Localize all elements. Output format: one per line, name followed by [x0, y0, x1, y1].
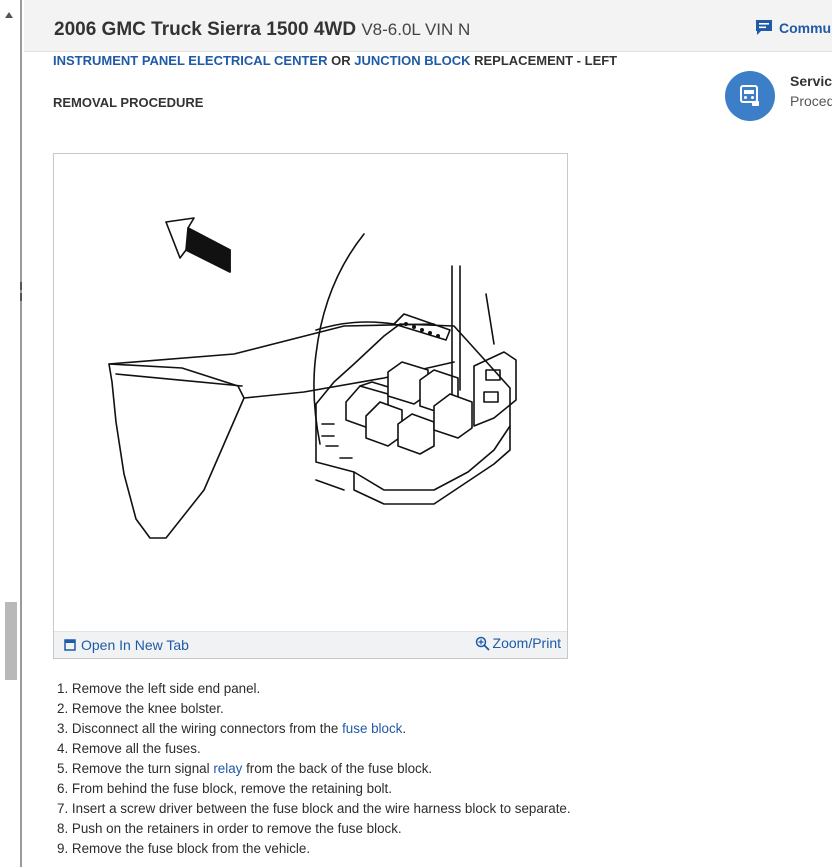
fuse-block-diagram: [108, 217, 517, 539]
vehicle-service-icon: [740, 85, 759, 106]
step-item: 6. From behind the fuse block, remove th…: [57, 779, 571, 799]
step-text: Push on the retainers in order to remove…: [71, 821, 402, 836]
step-text: Insert a screw driver between the fuse b…: [71, 801, 571, 816]
open-in-new-tab-button[interactable]: Open In New Tab: [64, 637, 189, 653]
figure-panel: Open In New Tab Zoom/Print: [53, 153, 568, 659]
figure-toolbar: Open In New Tab Zoom/Print: [54, 631, 567, 658]
vehicle-title: 2006 GMC Truck Sierra 1500 4WD V8-6.0L V…: [54, 19, 470, 41]
section-title: REMOVAL PROCEDURE: [53, 95, 204, 110]
step-item: 7. Insert a screw driver between the fus…: [57, 799, 571, 819]
rail-tick: [20, 282, 22, 290]
step-item: 5. Remove the turn signal relay from the…: [57, 759, 571, 779]
chat-bubble-icon: [756, 20, 772, 35]
step-text: Remove the knee bolster.: [71, 701, 224, 716]
step-item: 1. Remove the left side end panel.: [57, 679, 571, 699]
step-text: From behind the fuse block, remove the r…: [71, 781, 392, 796]
vehicle-engine: V8-6.0L VIN N: [361, 20, 471, 39]
step-item: 4. Remove all the fuses.: [57, 739, 571, 759]
scrollbar-thumb[interactable]: [5, 602, 17, 680]
step-number: 7.: [57, 801, 69, 816]
relay-link[interactable]: relay: [213, 761, 243, 776]
step-number: 4.: [57, 741, 69, 756]
step-text: Remove all the fuses.: [71, 741, 201, 756]
zoom-print-label: Zoom/Print: [492, 635, 561, 651]
community-link[interactable]: Commur: [755, 19, 832, 36]
step-text-end: .: [402, 721, 407, 736]
vehicle-header: 2006 GMC Truck Sierra 1500 4WD V8-6.0L V…: [24, 0, 832, 52]
step-item: 2. Remove the knee bolster.: [57, 699, 571, 719]
step-text-end: from the back of the fuse block.: [242, 761, 433, 776]
step-item: 8. Push on the retainers in order to rem…: [57, 819, 571, 839]
step-item: 9. Remove the fuse block from the vehicl…: [57, 839, 571, 859]
step-number: 8.: [57, 821, 69, 836]
fuse-block-link[interactable]: fuse block: [342, 721, 403, 736]
community-label: Commur: [779, 19, 832, 36]
breadcrumb: INSTRUMENT PANEL ELECTRICAL CENTER OR JU…: [53, 53, 617, 68]
breadcrumb-link-electrical-center[interactable]: INSTRUMENT PANEL ELECTRICAL CENTER: [53, 53, 328, 68]
scroll-up-icon[interactable]: [5, 12, 13, 18]
step-number: 6.: [57, 781, 69, 796]
breadcrumb-current: REPLACEMENT - LEFT: [474, 53, 618, 68]
breadcrumb-separator: OR: [331, 53, 351, 68]
vehicle-name: 2006 GMC Truck Sierra 1500 4WD: [54, 19, 357, 40]
step-number: 5.: [57, 761, 69, 776]
zoom-print-button[interactable]: Zoom/Print: [475, 635, 561, 651]
service-button[interactable]: [725, 71, 775, 121]
step-text: Disconnect all the wiring connectors fro…: [71, 721, 343, 736]
step-number: 1.: [57, 681, 69, 696]
service-title: Service: [790, 73, 832, 89]
service-subtitle: Proced: [790, 93, 832, 109]
step-text: Remove the fuse block from the vehicle.: [71, 841, 311, 856]
left-rail: [0, 0, 22, 867]
open-in-new-tab-label: Open In New Tab: [81, 637, 189, 653]
procedure-steps: 1. Remove the left side end panel. 2. Re…: [57, 679, 571, 859]
breadcrumb-link-junction-block[interactable]: JUNCTION BLOCK: [354, 53, 471, 68]
step-number: 2.: [57, 701, 69, 716]
rail-tick: [20, 293, 22, 301]
step-item: 3. Disconnect all the wiring connectors …: [57, 719, 571, 739]
zoom-in-icon: [475, 636, 490, 651]
step-number: 3.: [57, 721, 69, 736]
step-number: 9.: [57, 841, 69, 856]
open-new-tab-icon: [64, 639, 76, 651]
step-text: Remove the left side end panel.: [71, 681, 261, 696]
step-text: Remove the turn signal: [71, 761, 214, 776]
